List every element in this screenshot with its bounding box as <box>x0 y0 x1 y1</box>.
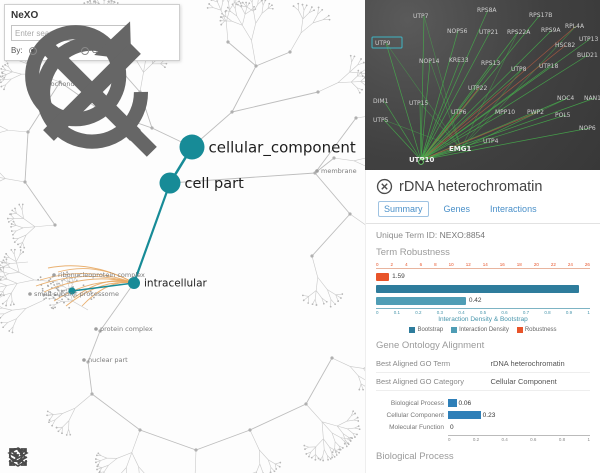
bar-interaction-density: 0.42 <box>376 296 590 305</box>
gene-node-label[interactable]: NOP14 <box>419 58 440 65</box>
tree-node-label[interactable]: intracellular <box>144 278 208 290</box>
radio-keywords-circle[interactable] <box>28 46 37 55</box>
legend-robustness: Robustness <box>516 327 557 333</box>
legend-interaction-density: Interaction Density <box>451 327 509 333</box>
search-by-label: By: <box>11 46 23 55</box>
app-title: NeXO <box>11 10 39 21</box>
tree-node-label[interactable]: cell part <box>185 176 245 192</box>
gene-node-label[interactable]: UTP21 <box>479 29 498 36</box>
tab-genes[interactable]: Genes <box>443 204 471 214</box>
gene-node-label[interactable]: PWP2 <box>527 109 544 116</box>
tree-term-label[interactable]: nuclear part <box>88 356 128 364</box>
tree-term-label[interactable]: membrane <box>321 167 357 175</box>
tab-interactions[interactable]: Interactions <box>490 204 537 214</box>
right-panel: UTP7 RPS8A RPS17B RPL4A NOP56 UTP21 RPS22A RPS9… <box>365 0 600 473</box>
fit-to-screen-button[interactable] <box>9 445 96 469</box>
tree-node[interactable] <box>179 134 205 160</box>
term-title: rDNA heterochromatin <box>399 178 543 195</box>
tree-node-label[interactable]: cellular_component <box>209 138 356 157</box>
gene-node-label[interactable]: RPS22A <box>507 29 531 36</box>
bar-robustness: 1.59 <box>376 272 590 281</box>
interaction-network-panel[interactable]: UTP7 RPS8A RPS17B RPL4A NOP56 UTP21 RPS22A RPS9… <box>365 0 600 170</box>
interaction-network-svg[interactable]: UTP7 RPS8A RPS17B RPL4A NOP56 UTP21 RPS22A RPS9… <box>365 0 600 170</box>
tabs-divider <box>366 223 600 224</box>
gene-node-label[interactable]: NOP56 <box>447 28 468 35</box>
gene-node-label[interactable]: UTP22 <box>468 85 487 92</box>
unique-term-id: Unique Term ID: NEXO:8854 <box>376 230 486 240</box>
search-panel: NeXO By: Keywords <box>4 4 180 157</box>
section-go-alignment: Gene Ontology Alignment <box>376 340 485 351</box>
robustness-axis-label: Interaction Density & Bootstrap <box>438 316 528 323</box>
tab-summary[interactable]: Summary <box>378 201 429 217</box>
layers-button[interactable] <box>7 445 162 469</box>
tree-term-label[interactable]: protein complex <box>100 325 153 333</box>
gene-node-label[interactable]: UTP7 <box>413 13 429 20</box>
gene-node-label[interactable]: RPS9A <box>541 27 561 34</box>
gene-node-label[interactable]: HSC82 <box>555 42 575 49</box>
gene-node-label[interactable]: UTP13 <box>579 36 598 43</box>
tree-term-label[interactable]: mitochondrial part <box>40 80 101 88</box>
tree-node[interactable] <box>159 172 181 194</box>
canvas-toolbar <box>6 445 162 469</box>
zoom-out-button[interactable] <box>8 445 63 469</box>
tree-node[interactable] <box>128 277 140 289</box>
gene-node-label[interactable]: RPS17B <box>529 12 552 19</box>
gene-node-label[interactable]: UTP18 <box>539 63 558 70</box>
gene-node-label[interactable]: BUD21 <box>577 52 598 59</box>
expand-branches-button[interactable] <box>10 445 129 469</box>
tree-term-label[interactable]: small subunit processome <box>34 290 119 298</box>
gene-node-label[interactable]: UTP6 <box>451 109 467 116</box>
bar-bootstrap <box>376 284 590 293</box>
gene-node-label[interactable]: RPS13 <box>481 60 500 67</box>
section-term-robustness: Term Robustness <box>376 247 450 258</box>
gene-node-label[interactable]: NAN1 <box>584 95 600 102</box>
gene-node-label[interactable]: MPP10 <box>495 109 515 116</box>
robustness-legend: Bootstrap Interaction Density Robustness <box>376 327 590 333</box>
gene-node-label[interactable]: RPL4A <box>565 23 585 30</box>
gene-node-label[interactable]: UTP5 <box>373 117 389 124</box>
details-tabs: Summary Genes Interactions <box>378 201 590 217</box>
gene-node-label[interactable]: UTP8 <box>511 66 527 73</box>
gene-node-label[interactable]: DIM1 <box>373 98 389 105</box>
radio-genes-circle[interactable] <box>80 46 89 55</box>
clear-search-icon[interactable] <box>43 26 173 141</box>
gene-node-label[interactable]: UTP9 <box>375 40 391 47</box>
legend-bootstrap: Bootstrap <box>409 327 443 333</box>
section-biological-process: Biological Process <box>376 451 454 462</box>
gene-node-label[interactable]: EMG1 <box>449 145 471 153</box>
gene-node-label[interactable]: UTP15 <box>409 100 428 107</box>
gene-node-label[interactable]: RPS8A <box>477 7 497 14</box>
tree-term-label[interactable]: ribonucleoprotein complex <box>58 271 145 279</box>
gene-node-label[interactable]: NOC4 <box>557 95 574 102</box>
gene-node-label[interactable]: POL5 <box>555 112 571 119</box>
close-panel-icon[interactable] <box>376 178 393 195</box>
gene-node-label[interactable]: NOP6 <box>579 125 596 132</box>
gene-node-label[interactable]: UTP4 <box>483 138 499 145</box>
gene-node-label[interactable]: KRE33 <box>449 57 469 64</box>
